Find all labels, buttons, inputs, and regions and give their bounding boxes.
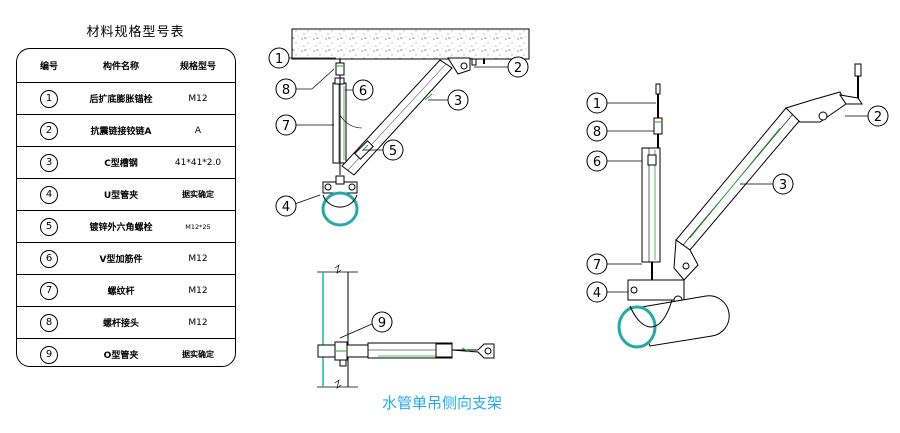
header-name: 构件名称: [81, 49, 161, 83]
row-name: O型管夹: [103, 351, 139, 361]
callout-front-7: 7: [282, 119, 290, 134]
row-name: V型加筋件: [81, 242, 161, 275]
callout-iso-3: 3: [779, 178, 787, 193]
front-view: 1 8 7 4 2 6 3 5: [268, 28, 530, 227]
row-spec: 据实确定: [161, 178, 235, 211]
callout-iso-8: 8: [593, 125, 601, 140]
table-row: 6 V型加筋件 M12: [17, 242, 235, 275]
callout-front-4: 4: [282, 200, 290, 215]
row-number: 3: [40, 153, 58, 172]
table-row: 7 螺纹杆 M12: [17, 274, 235, 307]
iso-pipe: [635, 295, 730, 347]
row-number: 1: [40, 89, 58, 108]
row-spec: 41*41*2.0: [161, 146, 235, 179]
row-number: 8: [40, 313, 58, 332]
pipe-section: [321, 191, 359, 227]
row-name: 抗震链接铰链A: [81, 114, 161, 147]
row-spec: M12: [161, 274, 235, 307]
row-number: 4: [40, 185, 58, 204]
callout-front-8: 8: [282, 83, 290, 98]
rod-connector: [335, 62, 345, 76]
table-row: 8 螺杆接头 M12: [17, 306, 235, 339]
diagram-caption: 水管单吊侧向支架: [382, 394, 503, 412]
table-title: 材料规格型号表: [86, 25, 185, 40]
row-name: 后扩底膨胀锚栓: [81, 82, 161, 115]
row-name: 螺杆接头: [81, 306, 161, 339]
row-name: 螺纹杆: [81, 274, 161, 307]
callout-front-1: 1: [275, 52, 283, 67]
iso-view: 1 8 6 7 4 2 3: [586, 63, 889, 349]
row-spec: 据实确定: [182, 350, 214, 359]
callout-front-6: 6: [359, 84, 367, 99]
table-row: 3 C型槽钢 41*41*2.0: [17, 146, 235, 179]
row-spec: M12*25: [161, 210, 235, 243]
callout-iso-6: 6: [593, 155, 601, 170]
table-row: 2 抗震链接铰链A A: [17, 114, 235, 147]
iso-callouts: 1 8 6 7 4 2 3: [586, 92, 889, 303]
row-spec: A: [161, 114, 235, 147]
row-name: U型管夹: [81, 178, 161, 211]
row-number: 9: [40, 345, 58, 364]
callout-iso-1: 1: [593, 97, 601, 112]
concrete-slab: [291, 28, 530, 60]
row-name: 镀锌外六角螺栓: [81, 210, 161, 243]
table-row: 4 U型管夹 据实确定: [17, 178, 235, 211]
table-row: 1 后扩底膨胀锚栓 M12: [17, 82, 235, 115]
callout-front-2: 2: [514, 61, 522, 76]
table-header-row: 编号 构件名称 规格型号: [17, 49, 235, 83]
row-spec: M12: [161, 242, 235, 275]
row-number: 7: [40, 281, 58, 300]
plan-view: 9: [317, 264, 495, 389]
row-spec: M12: [161, 306, 235, 339]
row-number: 6: [40, 249, 58, 268]
table-row: 9 O型管夹 据实确定: [17, 339, 235, 367]
iso-vertical-channel: [641, 147, 661, 263]
row-number: 2: [40, 121, 58, 140]
row-number: 5: [40, 217, 58, 236]
row-spec: M12: [161, 82, 235, 115]
row-name: C型槽钢: [81, 146, 161, 179]
callout-plan-9: 9: [378, 316, 386, 331]
header-number: 编号: [17, 49, 81, 83]
table-row: 5 镀锌外六角螺栓 M12*25: [17, 210, 235, 243]
callout-iso-2: 2: [874, 110, 882, 125]
spec-table: 编号 构件名称 规格型号 1 后扩底膨胀锚栓 M12 2 抗震链接铰链A A 3…: [16, 48, 236, 367]
callout-iso-7: 7: [593, 258, 601, 273]
front-callouts: 1 8 7 4 2 6 3 5: [268, 47, 529, 217]
callout-front-5: 5: [389, 144, 397, 159]
callout-iso-4: 4: [593, 286, 601, 301]
callout-front-3: 3: [454, 94, 462, 109]
header-spec: 规格型号: [161, 49, 235, 83]
